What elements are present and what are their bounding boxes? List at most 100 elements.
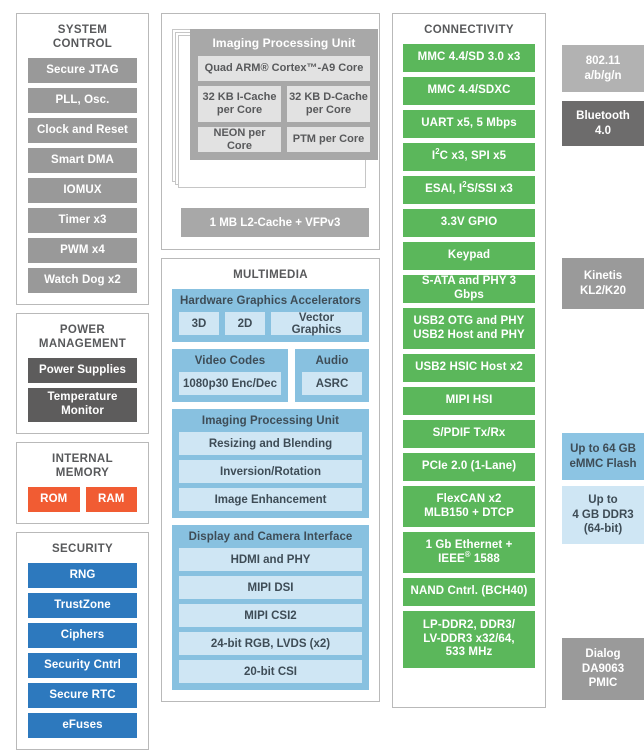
video-codes-title: Video Codes [194, 355, 266, 368]
block-flexcan-mlb150[interactable]: FlexCAN x2 MLB150 + DTCP [403, 486, 535, 528]
bluetooth-line-2: 4.0 [595, 124, 611, 137]
video-audio-row: Video Codes 1080p30 Enc/Dec Audio ASRC [172, 349, 369, 403]
block-power-supplies[interactable]: Power Supplies [28, 358, 137, 384]
block-d-cache[interactable]: 32 KB D-Cache per Core [287, 86, 370, 122]
kinetis-stack: Kinetis KL2/K20 [580, 269, 626, 298]
block-inversion-rotation[interactable]: Inversion/Rotation [179, 460, 362, 484]
block-bluetooth-40[interactable]: Bluetooth 4.0 [562, 101, 644, 146]
block-l2-cache[interactable]: 1 MB L2-Cache + VFPv3 [181, 208, 369, 237]
block-timer-x3[interactable]: Timer x3 [28, 208, 137, 234]
block-ciphers[interactable]: Ciphers [28, 623, 137, 649]
block-rng[interactable]: RNG [28, 563, 137, 589]
block-keypad[interactable]: Keypad [403, 242, 535, 271]
wifi-line-2: a/b/g/n [584, 69, 622, 82]
block-secure-rtc[interactable]: Secure RTC [28, 683, 137, 709]
flexcan-line: FlexCAN x2 [436, 492, 502, 505]
block-iomux[interactable]: IOMUX [28, 178, 137, 204]
block-mipi-hsi[interactable]: MIPI HSI [403, 387, 535, 416]
usb-stack: USB2 OTG and PHY USB2 Host and PHY [413, 315, 525, 343]
ieee-line: IEEE® 1588 [438, 549, 500, 565]
multimedia-panel: MULTIMEDIA Hardware Graphics Accelerator… [161, 258, 380, 703]
block-i-cache[interactable]: 32 KB I-Cache per Core [198, 86, 281, 122]
block-security-cntrl[interactable]: Security Cntrl [28, 653, 137, 679]
usb-host-line: USB2 Host and PHY [413, 328, 525, 341]
block-pwm-x4[interactable]: PWM x4 [28, 238, 137, 264]
ddr-line-3: 533 MHz [445, 646, 493, 659]
block-quad-arm-core[interactable]: Quad ARM® Cortex™-A9 Core [198, 56, 370, 81]
external-components-column: 802.11 a/b/g/n Bluetooth 4.0 Kinetis KL2… [562, 13, 644, 721]
audio-title: Audio [315, 355, 349, 368]
soc-block-diagram: SYSTEM CONTROL Secure JTAG PLL, Osc. Clo… [16, 13, 644, 750]
block-ram[interactable]: RAM [85, 487, 137, 513]
block-dialog-da9063-pmic[interactable]: Dialog DA9063 PMIC [562, 638, 644, 700]
block-usb2-otg-host[interactable]: USB2 OTG and PHY USB2 Host and PHY [403, 308, 535, 350]
block-resizing-and-blending[interactable]: Resizing and Blending [179, 432, 362, 456]
block-emmc-flash[interactable]: Up to 64 GB eMMC Flash [562, 433, 644, 480]
block-nand-cntrl[interactable]: NAND Cntrl. (BCH40) [403, 578, 535, 607]
block-temperature-monitor[interactable]: Temperature Monitor [28, 388, 137, 423]
block-vector-graphics[interactable]: Vector Graphics [271, 312, 362, 336]
block-i2c-spi[interactable]: I2C x3, SPI x5 [403, 143, 535, 172]
kinetis-line-2: KL2/K20 [579, 284, 627, 297]
esai-label: ESAI, I2S/SSI x3 [425, 180, 513, 196]
usb-otg-line: USB2 OTG and PHY [413, 314, 525, 327]
power-management-title: POWER MANAGEMENT [38, 324, 127, 351]
block-smart-dma[interactable]: Smart DMA [28, 148, 137, 174]
block-24-bit-rgb-lvds[interactable]: 24-bit RGB, LVDS (x2) [179, 632, 362, 656]
block-efuses[interactable]: eFuses [28, 713, 137, 739]
block-usb2-hsic-host[interactable]: USB2 HSIC Host x2 [403, 354, 535, 383]
block-pll-osc[interactable]: PLL, Osc. [28, 88, 137, 114]
wifi-stack: 802.11 a/b/g/n [584, 54, 621, 83]
block-4gb-ddr3[interactable]: Up to 4 GB DDR3 (64-bit) [562, 486, 644, 544]
ethernet-stack: 1 Gb Ethernet + IEEE® 1588 [426, 539, 513, 567]
flexcan-stack: FlexCAN x2 MLB150 + DTCP [424, 493, 514, 521]
block-wifi-80211[interactable]: 802.11 a/b/g/n [562, 45, 644, 92]
block-mmc-sd-30[interactable]: MMC 4.4/SD 3.0 x3 [403, 44, 535, 73]
block-spdif-tx-rx[interactable]: S/PDIF Tx/Rx [403, 420, 535, 449]
internal-memory-row: ROM RAM [28, 487, 137, 513]
block-20-bit-csi[interactable]: 20-bit CSI [179, 660, 362, 684]
block-esai-i2s-ssi[interactable]: ESAI, I2S/SSI x3 [403, 176, 535, 205]
block-mmc-sdxc[interactable]: MMC 4.4/SDXC [403, 77, 535, 106]
cpu-cache-row: 32 KB I-Cache per Core 32 KB D-Cache per… [198, 86, 370, 122]
block-s-ata-phy[interactable]: S-ATA and PHY 3 Gbps [403, 275, 535, 304]
ddr-line-2: LV-DDR3 x32/64, [423, 632, 515, 645]
block-neon-per-core[interactable]: NEON per Core [198, 127, 281, 152]
internal-memory-title: INTERNAL MEMORY [52, 453, 113, 480]
ethernet-line: 1 Gb Ethernet + [425, 538, 513, 551]
block-pcie-20[interactable]: PCIe 2.0 (1-Lane) [403, 453, 535, 482]
graphics-accelerators-row: 3D 2D Vector Graphics [179, 312, 362, 336]
block-2d[interactable]: 2D [225, 312, 265, 336]
block-3d[interactable]: 3D [179, 312, 219, 336]
kinetis-line-1: Kinetis [583, 270, 623, 283]
emmc-line-2: eMMC Flash [569, 457, 637, 470]
display-camera-interface-title: Display and Camera Interface [188, 531, 353, 544]
ddr3-line-2: 4 GB DDR3 [572, 508, 634, 521]
block-watch-dog-x2[interactable]: Watch Dog x2 [28, 268, 137, 294]
block-image-enhancement[interactable]: Image Enhancement [179, 488, 362, 512]
block-1gb-ethernet[interactable]: 1 Gb Ethernet + IEEE® 1588 [403, 532, 535, 574]
cpu-card: Imaging Processing Unit Quad ARM® Cortex… [190, 29, 378, 160]
block-mipi-dsi[interactable]: MIPI DSI [179, 576, 362, 600]
block-ptm-per-core[interactable]: PTM per Core [287, 127, 370, 152]
pmic-line-1: Dialog [585, 648, 621, 661]
block-clock-and-reset[interactable]: Clock and Reset [28, 118, 137, 144]
imaging-processing-unit-group: Imaging Processing Unit Resizing and Ble… [172, 409, 369, 519]
pmic-stack: Dialog DA9063 PMIC [582, 647, 624, 690]
block-33v-gpio[interactable]: 3.3V GPIO [403, 209, 535, 238]
display-camera-interface-group: Display and Camera Interface HDMI and PH… [172, 525, 369, 691]
bluetooth-line-1: Bluetooth [576, 110, 630, 123]
block-trustzone[interactable]: TrustZone [28, 593, 137, 619]
block-lp-ddr2-ddr3[interactable]: LP-DDR2, DDR3/ LV-DDR3 x32/64, 533 MHz [403, 611, 535, 669]
block-asrc[interactable]: ASRC [302, 372, 362, 396]
block-uart[interactable]: UART x5, 5 Mbps [403, 110, 535, 139]
mlb150-line: MLB150 + DTCP [424, 506, 514, 519]
block-1080p30-enc-dec[interactable]: 1080p30 Enc/Dec [179, 372, 281, 396]
block-hdmi-and-phy[interactable]: HDMI and PHY [179, 548, 362, 572]
block-mipi-csi2[interactable]: MIPI CSI2 [179, 604, 362, 628]
block-kinetis-kl2-k20[interactable]: Kinetis KL2/K20 [562, 258, 644, 309]
imaging-processing-unit-title: Imaging Processing Unit [201, 415, 340, 428]
system-control-panel: SYSTEM CONTROL Secure JTAG PLL, Osc. Clo… [16, 13, 149, 306]
block-secure-jtag[interactable]: Secure JTAG [28, 58, 137, 84]
block-rom[interactable]: ROM [28, 487, 80, 513]
